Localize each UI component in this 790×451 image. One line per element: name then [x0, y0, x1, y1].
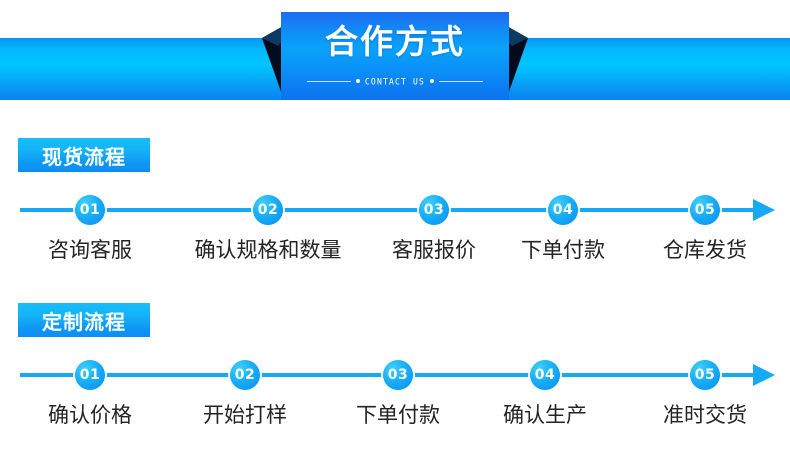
step-label: 开始打样 [203, 403, 287, 427]
timeline-node-number: 01 [79, 367, 101, 383]
timeline-node-number: 02 [234, 367, 256, 383]
page-header-banner: 合作方式 CONTACT US [0, 0, 790, 118]
subtitle-dot-right-icon [430, 79, 435, 83]
timeline-node-2[interactable]: 02 [253, 195, 283, 225]
page-title: 合作方式 [325, 22, 465, 61]
step-label: 下单付款 [521, 238, 605, 262]
timeline-node-5[interactable]: 05 [690, 195, 720, 225]
subtitle-dot-left-icon [355, 79, 360, 83]
timeline-node-number: 02 [257, 202, 279, 218]
step-label: 确认规格和数量 [194, 238, 342, 262]
timeline-node-number: 05 [694, 202, 716, 218]
timeline-node-3[interactable]: 03 [419, 195, 449, 225]
step-label: 确认生产 [503, 403, 587, 427]
timeline-node-number: 03 [387, 367, 409, 383]
subtitle-rule-left [306, 80, 351, 82]
step-label: 仓库发货 [663, 238, 747, 262]
timeline-rail [20, 208, 758, 212]
timeline-custom: 01 02 03 04 05 [0, 358, 790, 392]
timeline-node-1[interactable]: 01 [75, 360, 105, 390]
timeline-node-number: 04 [552, 202, 574, 218]
timeline-arrow-icon [753, 199, 775, 221]
subtitle-rule-right [439, 80, 484, 82]
step-label: 确认价格 [48, 403, 132, 427]
timeline-node-3[interactable]: 03 [383, 360, 413, 390]
timeline-node-2[interactable]: 02 [230, 360, 260, 390]
ribbon-plate [281, 12, 509, 100]
section-badge-label: 定制流程 [42, 309, 126, 334]
timeline-node-number: 04 [534, 367, 556, 383]
step-label: 咨询客服 [48, 238, 132, 262]
banner-subtitle: CONTACT US [364, 75, 426, 87]
section-badge-stock: 现货流程 [18, 138, 150, 172]
timeline-node-1[interactable]: 01 [75, 195, 105, 225]
timeline-stock: 01 02 03 04 05 [0, 193, 790, 227]
banner-subtitle-group: CONTACT US [281, 74, 509, 88]
timeline-labels-custom: 确认价格 开始打样 下单付款 确认生产 准时交货 [0, 401, 790, 431]
timeline-node-number: 05 [694, 367, 716, 383]
timeline-node-number: 01 [79, 202, 101, 218]
timeline-node-5[interactable]: 05 [690, 360, 720, 390]
timeline-labels-stock: 咨询客服 确认规格和数量 客服报价 下单付款 仓库发货 [0, 236, 790, 266]
timeline-node-number: 03 [423, 202, 445, 218]
timeline-node-4[interactable]: 04 [548, 195, 578, 225]
timeline-arrow-icon [753, 364, 775, 386]
section-badge-custom: 定制流程 [18, 303, 150, 337]
step-label: 客服报价 [392, 238, 476, 262]
step-label: 下单付款 [356, 403, 440, 427]
step-label: 准时交货 [663, 403, 747, 427]
section-badge-label: 现货流程 [42, 144, 126, 169]
timeline-node-4[interactable]: 04 [530, 360, 560, 390]
